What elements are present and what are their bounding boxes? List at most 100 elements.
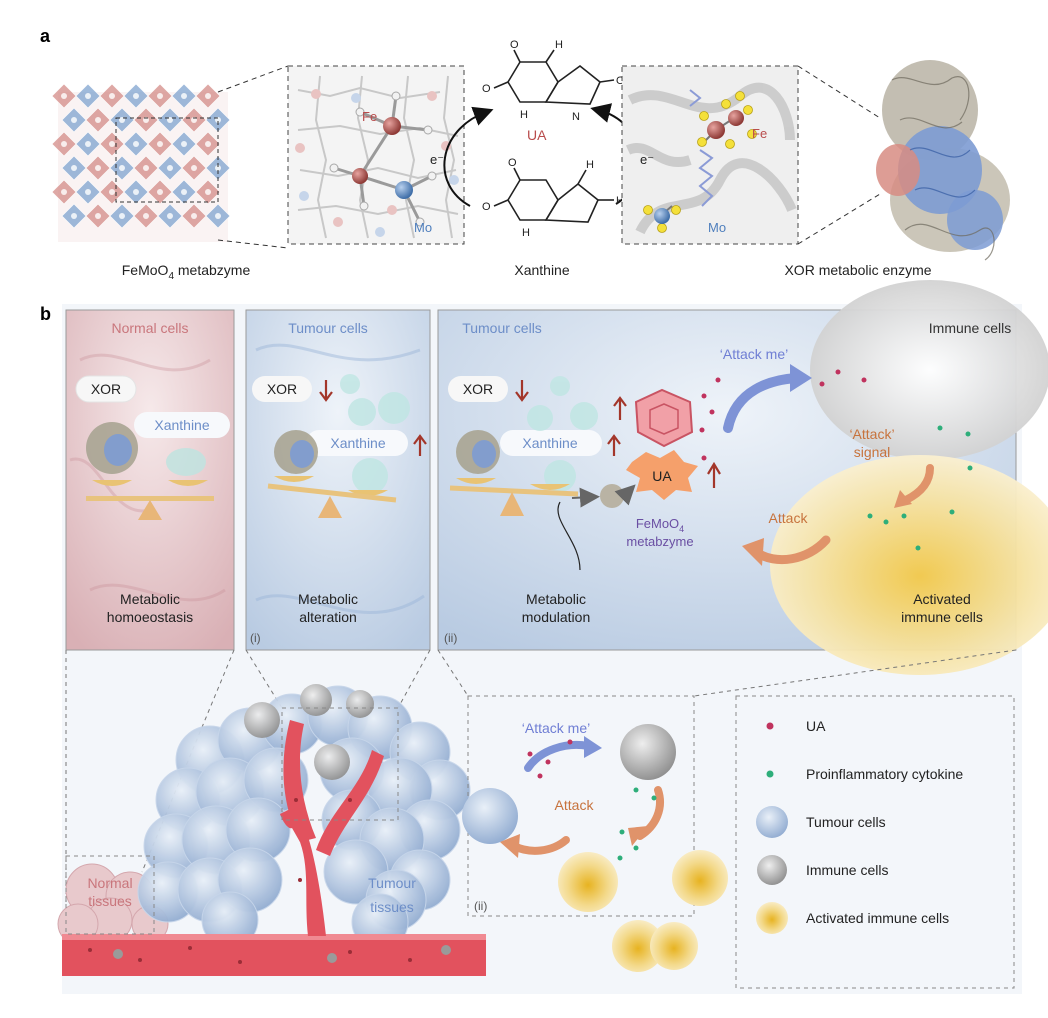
zoom-lines-left (217, 65, 289, 249)
normal-caption-2: homoeostasis (107, 609, 193, 625)
electron-left: e⁻ (430, 152, 444, 167)
ua-o-right: O (616, 75, 625, 87)
crystal-center-atom (95, 165, 101, 171)
mo-atom-xor (654, 208, 670, 224)
crystal-center-atom (61, 141, 67, 147)
mo-atom (395, 181, 413, 199)
xanthine-molecules-i (340, 374, 410, 494)
fe-label: Fe (362, 109, 377, 124)
legend-label: Proinflammatory cytokine (806, 766, 963, 782)
crystal-center-atom (181, 189, 187, 195)
xor-protein-structure (876, 60, 1010, 261)
attack-signal-arrow (902, 464, 934, 504)
inset-index: (ii) (474, 899, 487, 913)
immune-cell (314, 744, 350, 780)
caption-xor: XOR metabolic enzyme (784, 262, 931, 278)
tumour-xanthine-label-ii: Xanthine (522, 435, 577, 451)
femoo4-active-site-box: Fe Mo e⁻ (287, 65, 465, 245)
crystal-center-atom (181, 141, 187, 147)
tumour-caption-2-i: alteration (299, 609, 357, 625)
immune-cell-large (810, 280, 1048, 460)
electron-right: e⁻ (640, 152, 654, 167)
tumour-balance-scale-i (267, 430, 397, 518)
tumour-cells-title-ii: Tumour cells (462, 320, 542, 336)
inset-cytokine-dots (617, 787, 657, 861)
tumour-tissue-illustration: Normal tissues Tumour tissues (57, 684, 486, 976)
crystal-center-atom (119, 213, 125, 219)
crystal-center-atom (85, 189, 91, 195)
panel-b-label: b (40, 304, 51, 324)
crystal-center-atom (71, 117, 77, 123)
caption-xanthine: Xanthine (514, 262, 569, 278)
tumour-tissues-label-1: Tumour (368, 875, 416, 891)
immune-cell (300, 684, 332, 716)
normal-xanthine-label: Xanthine (154, 417, 209, 433)
tumour-xor-label-i: XOR (267, 381, 297, 397)
immune-cells-title: Immune cells (929, 320, 1011, 336)
tumour-xanthine-pill-ii (500, 430, 602, 456)
tumour-xanthine-label-i: Xanthine (330, 435, 385, 451)
crystal-center-atom (157, 141, 163, 147)
crystal-center-atom (157, 189, 163, 195)
crystal-center-atom (205, 93, 211, 99)
crystal-center-atom (85, 141, 91, 147)
normal-xor-label: XOR (91, 381, 121, 397)
crystal-center-atom (119, 165, 125, 171)
xan-o-left: O (482, 201, 491, 213)
tumour-xor-pill-i (252, 376, 312, 402)
crystal-center-atom (205, 141, 211, 147)
crystal-center-atom (191, 165, 197, 171)
crystal-center-atom (95, 117, 101, 123)
ua-up-arrow-top (613, 396, 627, 420)
crystal-center-atom (61, 189, 67, 195)
activated-cell-outside-2 (612, 920, 664, 972)
normal-xor-pill (75, 375, 137, 403)
crystal-center-atom (61, 93, 67, 99)
immune-cell (244, 702, 280, 738)
uric-acid-structure (493, 49, 615, 105)
ua-up-arrow (707, 461, 721, 488)
legend-marker (756, 806, 788, 838)
crystal-center-atom (191, 213, 197, 219)
inset-attack-me-arrowhead (584, 736, 602, 758)
crystal-center-atom (181, 93, 187, 99)
immune-cell (346, 690, 374, 718)
tumour-balance-scale-ii (449, 430, 579, 516)
crystal-center-atom (71, 165, 77, 171)
mo-label: Mo (414, 220, 432, 235)
crystal-center-atom (167, 213, 173, 219)
tumour-xor-pill-ii (448, 376, 508, 402)
crystal-center-atom (143, 213, 149, 219)
ua-o-left: O (482, 83, 491, 95)
xanthine-structure (493, 167, 614, 223)
attack-me-label: ‘Attack me’ (720, 346, 788, 362)
attack-me-arrow (723, 373, 801, 433)
zoom-lines-right (797, 65, 881, 245)
ua-h-top: H (555, 39, 563, 51)
legend-marker (766, 770, 774, 778)
crystal-center-atom (85, 93, 91, 99)
crystal-center-atom (71, 213, 77, 219)
legend-label: Tumour cells (806, 814, 886, 830)
xor-down-arrow-i (319, 380, 333, 402)
inset-immune-cell (620, 724, 676, 780)
crystal-center-atom (95, 213, 101, 219)
activated-immune-cell-large (770, 455, 1048, 675)
inset-tumour-cell (462, 788, 518, 844)
inset-attack-label: Attack (555, 797, 595, 813)
cytokine-dots-panel (867, 425, 973, 551)
tumour-tissue-box (281, 707, 399, 821)
crystal-center-atom (109, 189, 115, 195)
ua-label-b: UA (652, 468, 672, 484)
activated-label-2: immune cells (901, 609, 983, 625)
normal-cells-title: Normal cells (111, 320, 188, 336)
mo-label-right: Mo (708, 220, 726, 235)
xor-active-site-box: Fe Mo e⁻ (621, 65, 799, 245)
xanthine-up-arrow-ii (607, 434, 621, 456)
normal-cells-panel: Normal cells XOR Xanthine Metabolic homo… (65, 309, 235, 651)
tumour-xor-label-ii: XOR (463, 381, 493, 397)
attack-signal-label-2: signal (854, 444, 891, 460)
panel-index-i: (i) (250, 631, 261, 645)
